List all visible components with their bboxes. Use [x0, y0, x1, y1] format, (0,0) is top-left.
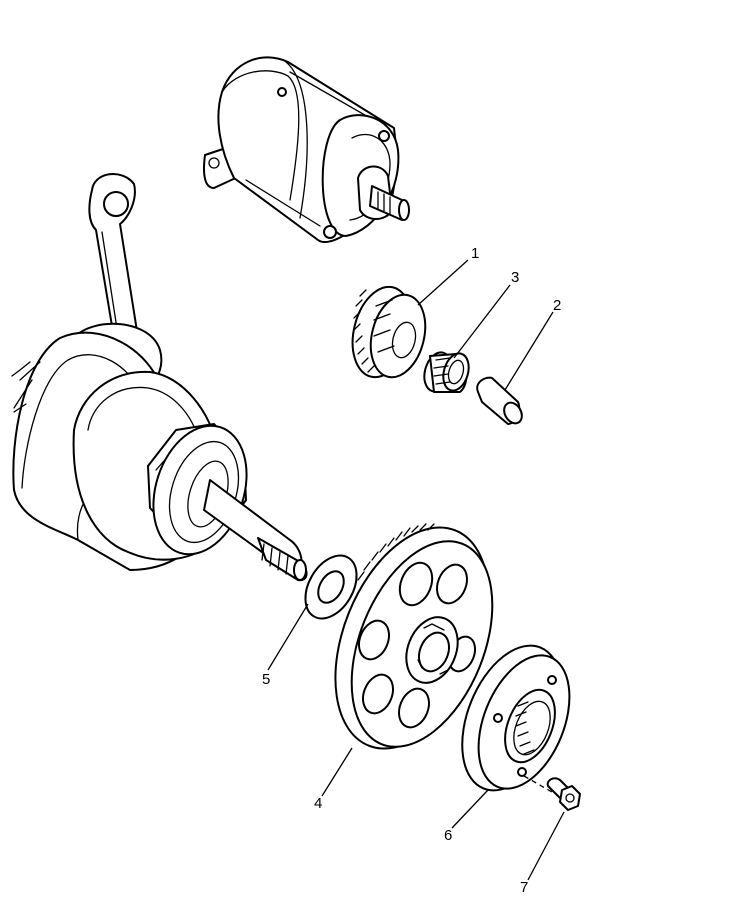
- bolt: [523, 775, 581, 811]
- idler-shaft: [476, 376, 523, 425]
- leader-2: [504, 311, 554, 391]
- leader-5: [267, 603, 309, 671]
- leader-4: [321, 747, 353, 797]
- leader-6: [451, 789, 489, 829]
- callout-7: 7: [520, 879, 528, 896]
- leader-7: [527, 811, 565, 881]
- starter-driven-gear: [334, 523, 494, 750]
- needle-bearing: [423, 351, 470, 393]
- starter-motor: [203, 56, 410, 244]
- callout-3: 3: [511, 269, 519, 286]
- callout-5: 5: [262, 671, 270, 688]
- callout-4: 4: [314, 795, 322, 812]
- crankshaft: [11, 172, 308, 582]
- callout-labels: 1 2 3 4 5 6 7: [262, 245, 561, 896]
- callout-6: 6: [444, 827, 452, 844]
- one-way-clutch: [461, 644, 571, 792]
- leader-3: [453, 284, 511, 359]
- callout-1: 1: [471, 245, 479, 262]
- idler-gear: [351, 285, 427, 379]
- washer: [304, 554, 358, 620]
- leader-lines: [267, 259, 565, 881]
- leader-1: [417, 259, 469, 306]
- callout-2: 2: [553, 297, 561, 314]
